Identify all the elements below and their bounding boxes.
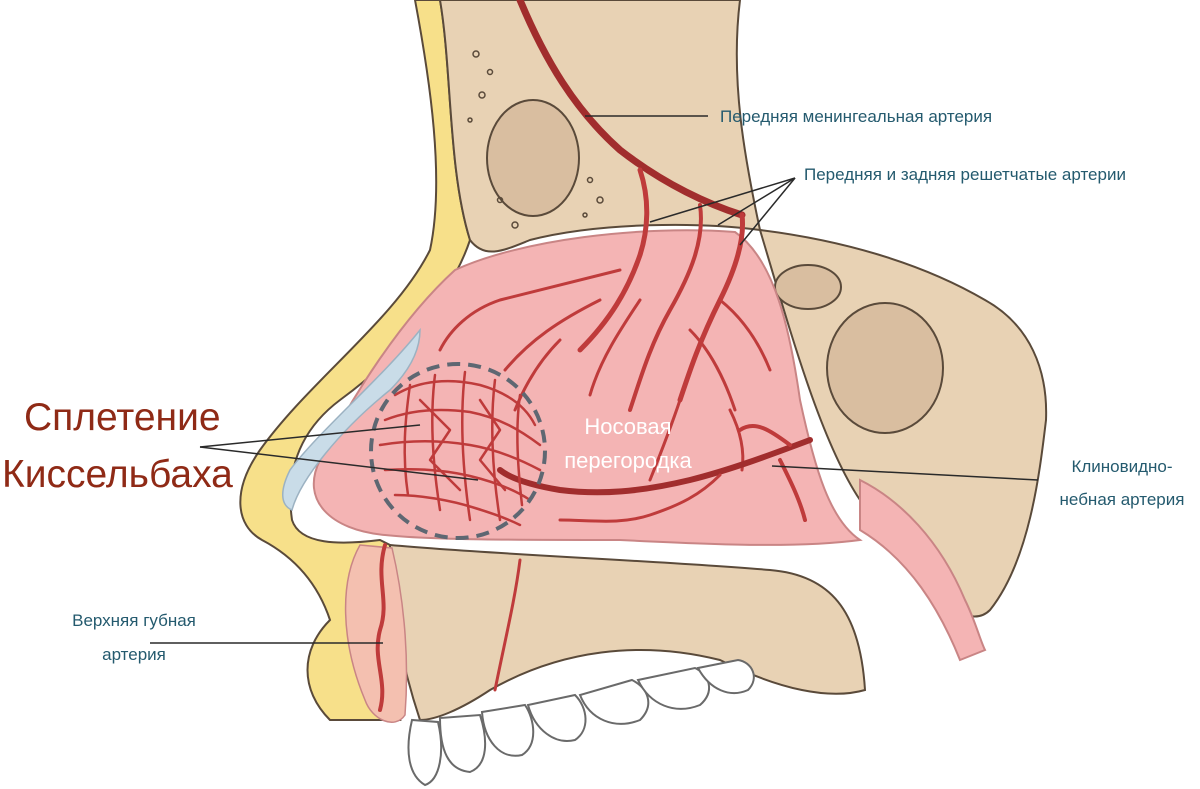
upper-lip (344, 544, 408, 723)
label-superior-labial-line1: Верхняя губная (72, 611, 196, 630)
anterior-meningeal-artery (516, 0, 746, 219)
label-sphenopalatine-line1: Клиновидно- (1071, 457, 1172, 476)
kiesselbach-plexus-ring (369, 362, 547, 540)
nasal-vestibule (282, 327, 421, 512)
sphenoid-sinus-upper (774, 264, 842, 310)
bone-pores (467, 50, 604, 229)
superior-labial-artery (375, 543, 387, 712)
sphenopalatine-branch-lower-2 (558, 473, 722, 523)
label-kiesselbach-plexus-line2: Киссельбаха (2, 453, 233, 496)
label-sphenopalatine-line2: небная артерия (1060, 490, 1185, 509)
label-ethmoidal-arteries: Передняя и задняя решетчатые артерии (804, 165, 1126, 184)
leader-ethmoidal-1 (649, 177, 796, 223)
label-superior-labial-line2: артерия (102, 645, 166, 664)
kiesselbach-plexus-network (378, 370, 542, 527)
label-nasal-septum-line2: перегородка (564, 448, 692, 473)
leader-sphenopalatine (771, 465, 1039, 481)
sphenoid-sinus-lower (826, 302, 944, 434)
ethmoidal-artery-branch-3 (628, 203, 703, 412)
label-anterior-meningeal-artery: Передняя менингеальная артерия (720, 107, 992, 126)
ethmoidal-artery-branch-1 (577, 167, 650, 353)
pharynx-mucosa (859, 478, 987, 662)
leader-plexus-1 (199, 424, 421, 448)
label-kiesselbach-plexus-line1: Сплетение (24, 396, 221, 439)
palatine-artery (493, 558, 522, 692)
leader-ethmoidal-3 (739, 177, 796, 246)
sphenopalatine-branch-upper (738, 424, 792, 447)
sphenopalatine-artery (497, 437, 813, 496)
nasal-septum-mucosa (312, 229, 863, 546)
leader-plexus-2 (199, 446, 479, 481)
sphenopalatine-branch-lower (778, 458, 807, 522)
frontal-sinus (486, 99, 580, 217)
label-nasal-septum-line1: Носовая (584, 414, 671, 439)
leader-ethmoidal-2 (717, 177, 796, 226)
teeth (407, 658, 755, 787)
